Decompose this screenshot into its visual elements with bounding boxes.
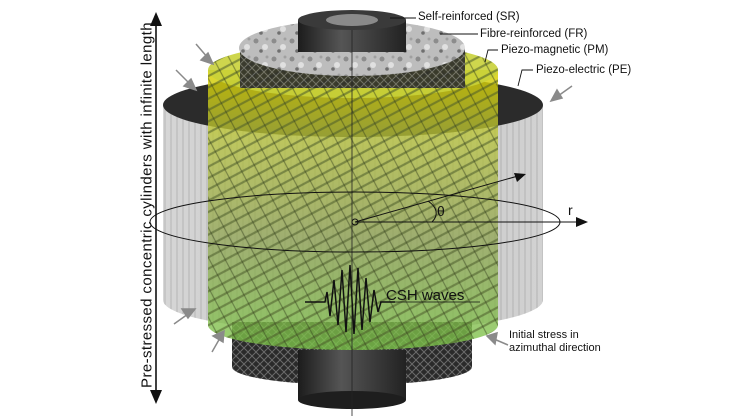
stress-label-line2: azimuthal direction — [509, 342, 601, 354]
theta-label: θ — [437, 203, 445, 219]
label-self-reinforced: Self-reinforced (SR) — [418, 11, 520, 23]
r-axis-label: r — [568, 202, 573, 218]
theta-arc — [427, 200, 437, 223]
label-piezo-electric: Piezo-electric (PE) — [536, 64, 632, 76]
radial-arrow — [354, 173, 526, 223]
csh-wave — [305, 264, 395, 335]
origin-dot — [351, 218, 359, 226]
label-piezo-magnetic: Piezo-magnetic (PM) — [501, 44, 609, 56]
diagram-title: Pre-stressed concentric cylinders with i… — [138, 22, 156, 388]
r-axis-arrow — [355, 217, 588, 227]
stress-label-line1: Initial stress in — [509, 329, 579, 341]
csh-waves-label: CSH waves — [386, 287, 465, 304]
leader-lines — [390, 17, 533, 87]
length-double-arrow — [150, 12, 162, 404]
stress-arrows — [173, 43, 573, 353]
label-fibre-reinforced: Fibre-reinforced (FR) — [480, 28, 588, 40]
